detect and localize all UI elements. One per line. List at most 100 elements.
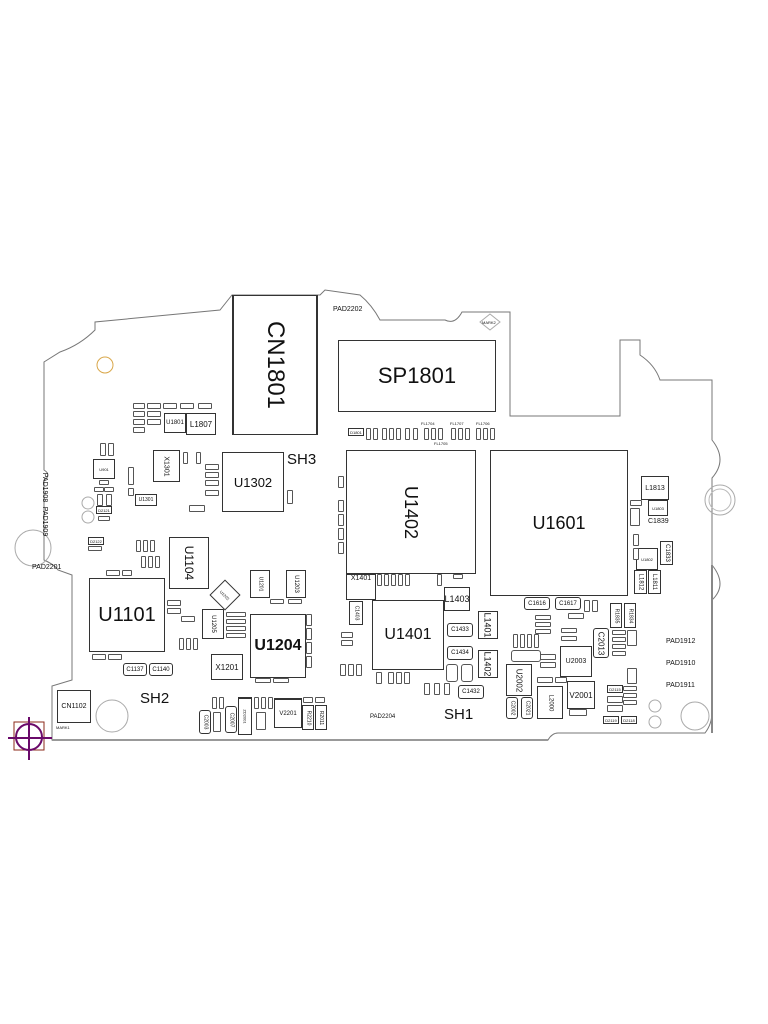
chip	[226, 633, 246, 638]
component-v2001: V2001	[567, 681, 595, 709]
chip	[256, 712, 266, 730]
chip	[88, 546, 102, 551]
chip	[438, 428, 443, 440]
chip	[373, 428, 378, 440]
component-u1803: U1803	[648, 500, 668, 516]
chip	[143, 540, 148, 552]
component-d1801: D1801	[348, 428, 364, 436]
component-d2122: D2122	[88, 537, 104, 545]
component-d2115: D2115	[607, 685, 623, 693]
component-l1813: L1813	[641, 476, 669, 500]
chip	[306, 656, 312, 668]
chip	[148, 556, 153, 568]
chip	[338, 542, 344, 554]
chip	[180, 403, 194, 409]
chip	[163, 403, 177, 409]
chip	[444, 683, 450, 695]
chip	[303, 697, 313, 703]
chip	[535, 615, 551, 620]
test-point	[648, 715, 662, 729]
chip	[396, 672, 402, 684]
component-c1616: C1616	[524, 597, 550, 610]
fiducial-label-mark1: MARK1	[56, 725, 70, 730]
chip	[133, 427, 145, 433]
chip	[623, 700, 637, 705]
filter-label-fl1707: FL1707	[450, 421, 464, 426]
chip	[377, 574, 382, 586]
chip	[94, 487, 104, 492]
chip	[205, 472, 219, 478]
chip	[437, 574, 442, 586]
chip	[288, 599, 302, 604]
chip	[424, 428, 429, 440]
chip	[189, 505, 205, 512]
chip	[483, 428, 488, 440]
chip	[99, 480, 109, 485]
chip	[535, 622, 551, 627]
label-c1839: C1839	[648, 518, 669, 525]
chip	[561, 636, 577, 641]
chip	[382, 428, 387, 440]
test-point	[648, 699, 662, 713]
chip	[287, 490, 293, 504]
chip	[147, 403, 161, 409]
chip	[607, 705, 623, 712]
component-r2011: R2011	[315, 705, 327, 730]
chip	[141, 556, 146, 568]
pad-label-pad1908: PAD1908	[41, 472, 49, 503]
mount-hole	[96, 356, 114, 374]
component-sp1801: SP1801	[338, 340, 496, 412]
component-x1201: X1201	[211, 654, 243, 680]
chip	[633, 534, 639, 546]
component-c1137: C1137	[123, 663, 147, 676]
chip	[465, 428, 470, 440]
fiducial-mark2	[479, 313, 501, 331]
chip	[341, 632, 353, 638]
chip	[424, 683, 430, 695]
chip	[404, 672, 410, 684]
component-c1434: C1434	[447, 646, 473, 660]
chip	[122, 570, 132, 576]
chip	[384, 574, 389, 586]
component-u901: U901	[93, 459, 115, 479]
component-u1104: U1104	[169, 537, 209, 589]
filter-label-fl1705: FL1705	[434, 441, 448, 446]
chip	[388, 672, 394, 684]
chip	[106, 494, 112, 506]
chip	[226, 612, 246, 617]
chip	[306, 614, 312, 626]
chip	[623, 693, 637, 698]
component-l1807: L1807	[186, 413, 216, 435]
component-u1302: U1302	[222, 452, 284, 512]
chip	[540, 654, 556, 660]
chip	[198, 403, 212, 409]
chip	[226, 619, 246, 624]
chip	[128, 488, 134, 496]
chip	[92, 654, 106, 660]
filter-label-fl1704: FL1704	[421, 421, 435, 426]
component-x1401: X1401	[346, 574, 376, 600]
chip	[451, 428, 456, 440]
chip	[490, 428, 495, 440]
chip	[315, 697, 325, 703]
chip	[434, 683, 440, 695]
pad-label-pad1912: PAD1912	[666, 638, 696, 645]
chip	[584, 600, 590, 612]
chip	[255, 678, 271, 683]
chip	[396, 428, 401, 440]
chip	[150, 540, 155, 552]
board-outline	[43, 289, 721, 741]
chip	[167, 608, 181, 614]
component-c2007: C2007	[225, 706, 237, 733]
component-u1205: U1205	[202, 609, 224, 639]
chip	[213, 712, 221, 732]
component-d2119: D2119	[603, 716, 619, 724]
component-l1812: L1812	[634, 570, 647, 594]
chip	[254, 697, 259, 709]
pad-label-pad2201: PAD2201	[32, 564, 62, 571]
component-u2003: U2003	[560, 646, 592, 677]
chip	[133, 419, 145, 425]
component-x1301: X1301	[153, 450, 180, 482]
component-l1403: L1403	[444, 587, 470, 611]
